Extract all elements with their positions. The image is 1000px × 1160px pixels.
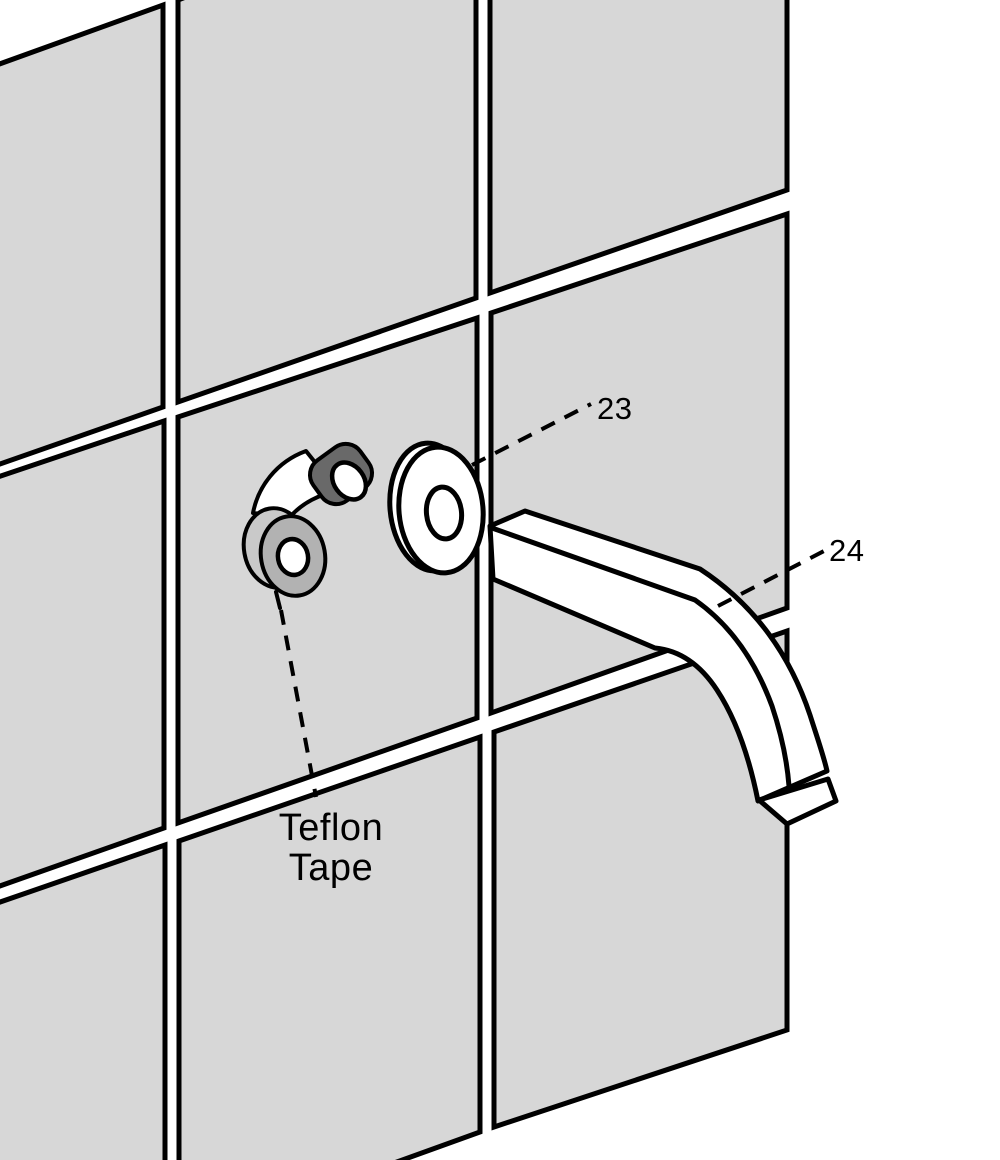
callout-24-leader-line [717,549,825,608]
callout-24: 24 [717,533,864,608]
teflon-tape-assembly [241,441,375,610]
pipe-mouth [329,460,369,502]
callout-23-leader-line [471,402,592,467]
wall-tile [487,0,790,297]
wall-tile [0,1,166,467]
escutcheon-flange [387,440,486,576]
wall-tile [176,733,483,1160]
spout [487,508,839,827]
tape-tail [274,590,282,610]
spout-crease-line [489,525,792,789]
teflon-tape-note: Teflon Tape [279,609,383,889]
teflon-tape-leader-line [279,609,318,798]
escutcheon-center-hole [423,484,465,542]
callout-23: 23 [471,391,632,467]
spout-tip [756,776,839,827]
callout-24-label: 24 [829,533,864,568]
teflon-tape-note-line1: Teflon [279,807,383,849]
wall-tile [491,627,790,1131]
wall-tile [175,314,480,827]
teflon-tape-note-line2: Tape [289,847,373,889]
wall-tile [175,0,479,406]
callout-23-label: 23 [597,391,632,426]
wall-tile [0,841,168,1160]
tape-roll-hole [275,536,311,578]
spout-body [487,508,830,804]
wall-tile [0,417,167,889]
